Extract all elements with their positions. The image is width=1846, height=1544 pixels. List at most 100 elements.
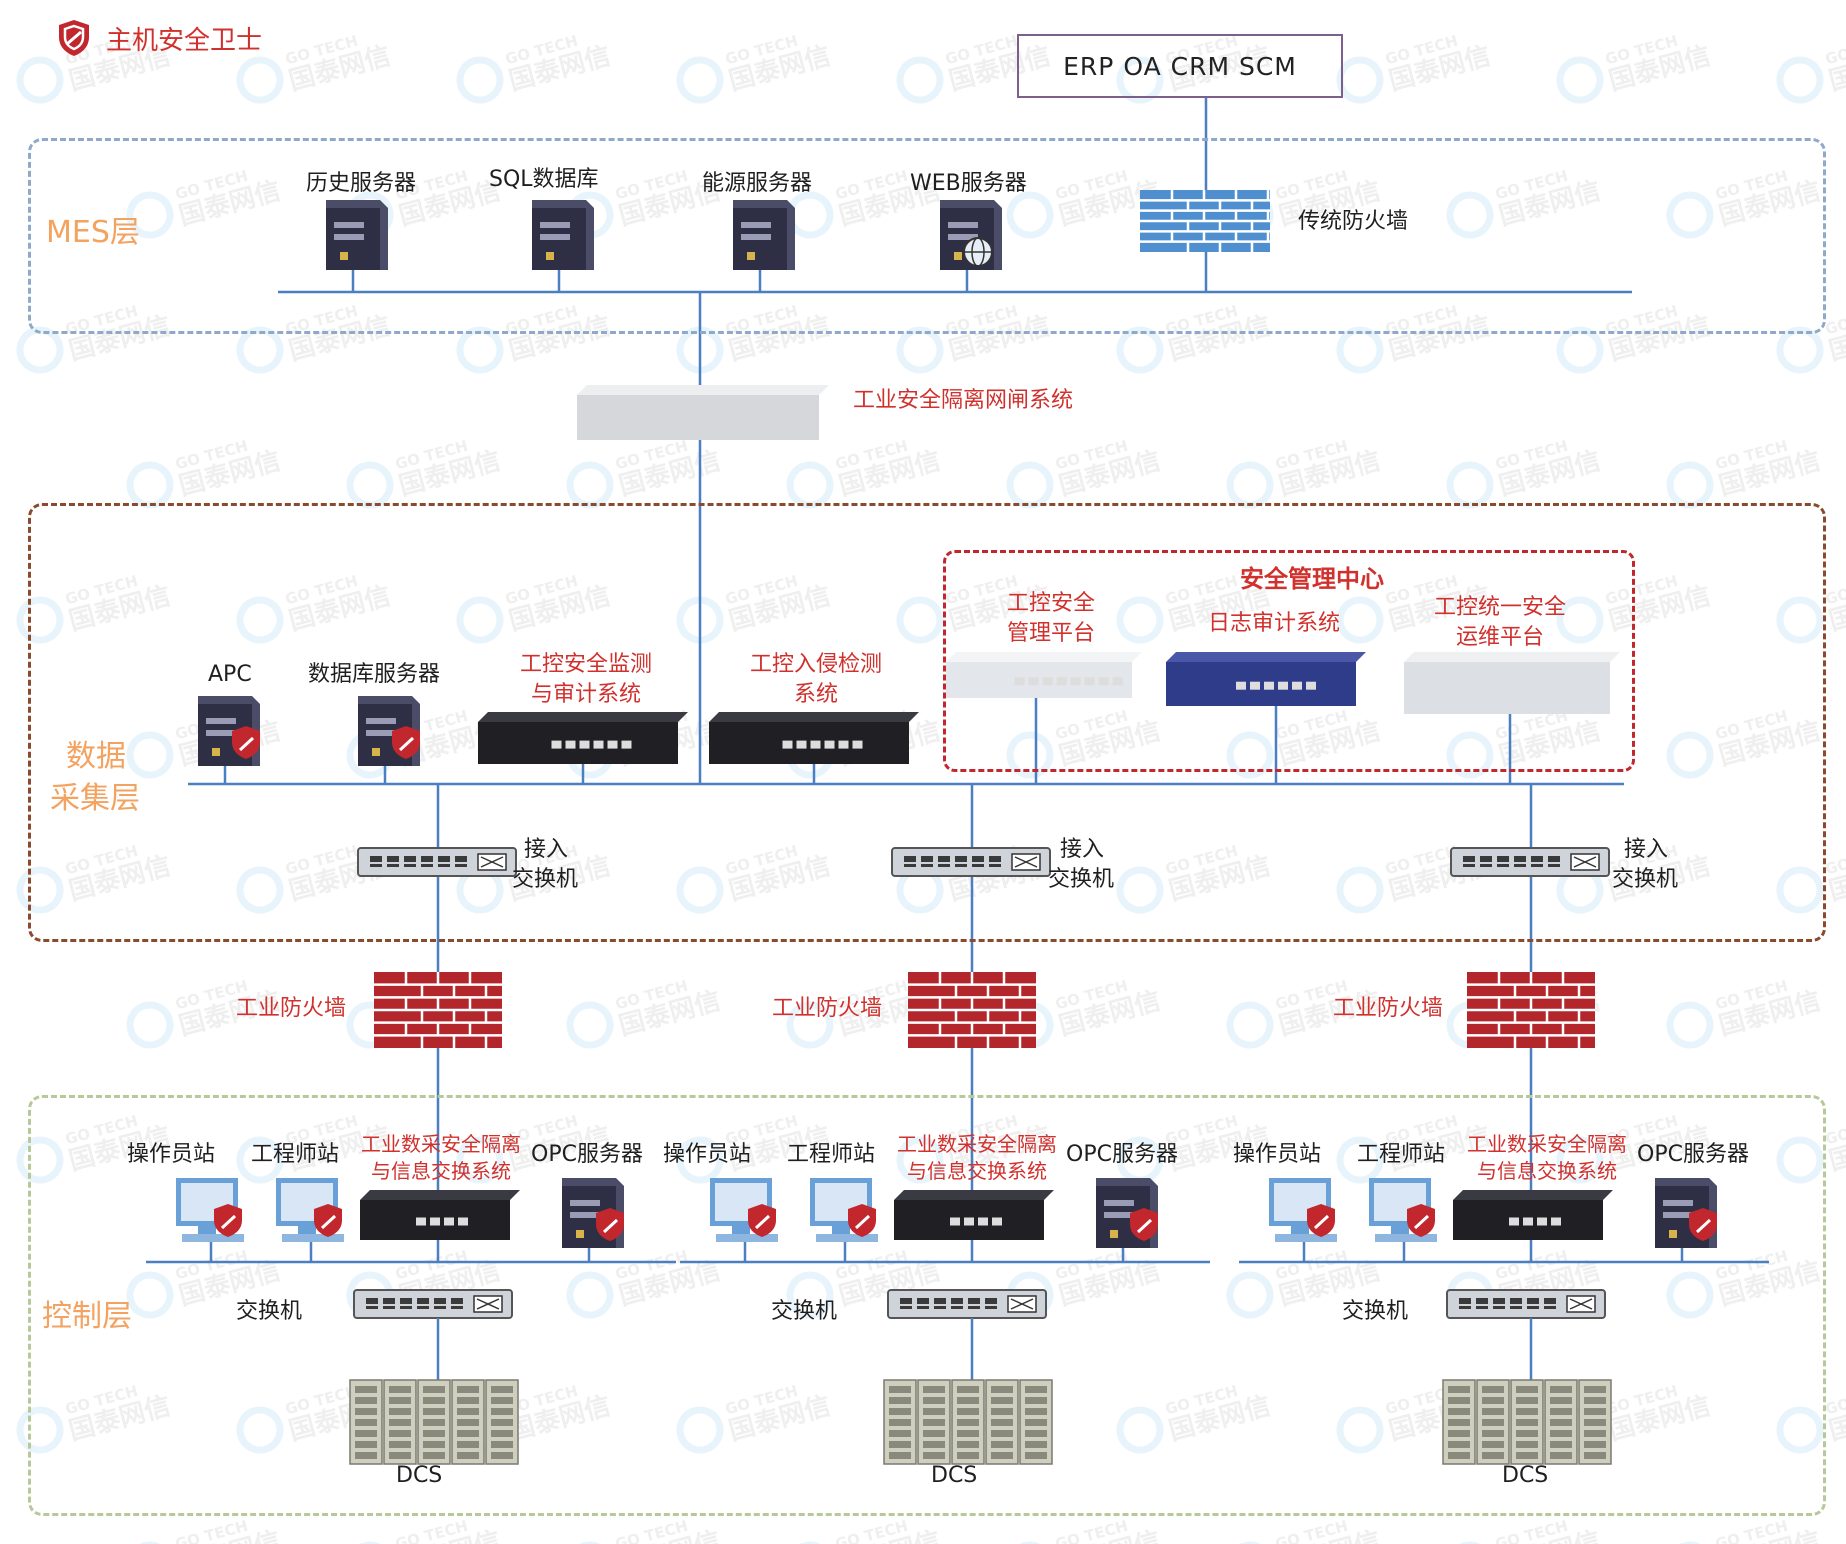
- industrial-firewall-3-label: 工业防火墙: [1333, 996, 1444, 1021]
- apc-server: [198, 696, 260, 766]
- isolation-exchange-3-label-line1: 工业数采安全隔离: [1467, 1132, 1627, 1156]
- shield-icon: [848, 1204, 876, 1237]
- security-platform-label-line1: 工控安全: [1006, 591, 1095, 616]
- sql-db-label: SQL数据库: [489, 167, 599, 192]
- access-switch-3: [1450, 847, 1610, 877]
- data-layer-title-line2: 采集层: [50, 781, 140, 816]
- operator-station-3-label: 操作员站: [1233, 1142, 1322, 1167]
- opc-server-2-label: OPC服务器: [1066, 1142, 1178, 1167]
- dcs-cabinet-3: [1442, 1379, 1612, 1465]
- isolation-exchange-2-label-line2: 与信息交换系统: [907, 1159, 1047, 1183]
- isolation-gateway-label: 工业安全隔离网闸系统: [853, 388, 1074, 413]
- monitor-audit-device: [478, 712, 688, 764]
- intrusion-detection-label-line2: 系统: [793, 682, 838, 707]
- shield-icon: [1407, 1204, 1435, 1237]
- shield-icon: [392, 726, 420, 759]
- opc-server-1: [562, 1178, 624, 1248]
- shield-icon: [232, 726, 260, 759]
- isolation-gateway-device: [577, 385, 829, 440]
- dcs-2-label: DCS: [931, 1463, 978, 1488]
- engineer-station-3-label: 工程师站: [1357, 1142, 1446, 1167]
- opc-server-2: [1096, 1178, 1158, 1248]
- shield-icon: [214, 1204, 242, 1237]
- switch-3-label: 交换机: [1342, 1299, 1409, 1324]
- industrial-firewall-1-label: 工业防火墙: [236, 996, 347, 1021]
- history-server: [326, 200, 388, 270]
- industrial-firewall-2: [908, 972, 1036, 1048]
- access-switch-3-label-line1: 接入: [1624, 837, 1669, 862]
- monitor-audit-label-line1: 工控安全监测: [519, 652, 652, 677]
- engineer-station-1: [276, 1178, 344, 1242]
- opc-server-1-label: OPC服务器: [531, 1142, 643, 1167]
- control-layer-zone: [28, 1095, 1826, 1516]
- isolation-exchange-device-2: [894, 1190, 1054, 1240]
- security-platform-device: [946, 652, 1142, 698]
- operator-station-2-label: 操作员站: [663, 1142, 752, 1167]
- switch-1-label: 交换机: [236, 1299, 303, 1324]
- sql-db-server: [532, 200, 594, 270]
- industrial-firewall-2-label: 工业防火墙: [772, 996, 883, 1021]
- security-management-center-zone: [943, 550, 1635, 772]
- dcs-cabinet-2: [883, 1379, 1053, 1465]
- intrusion-detection-device: [709, 712, 919, 764]
- traditional-firewall-icon: [1140, 190, 1270, 252]
- host-guard-legend: 主机安全卫士: [56, 18, 262, 58]
- unified-ops-label-line1: 工控统一安全: [1433, 595, 1566, 620]
- data-acquisition-layer-zone: [28, 503, 1826, 942]
- traditional-firewall-label: 传统防火墙: [1298, 209, 1409, 234]
- engineer-station-2: [810, 1178, 878, 1242]
- db-server-label: 数据库服务器: [308, 662, 441, 687]
- web-server-label: WEB服务器: [910, 171, 1027, 196]
- host-guard-label: 主机安全卫士: [106, 25, 263, 56]
- enterprise-systems-box: ERP OA CRM SCM: [1017, 34, 1343, 98]
- energy-server: [733, 200, 795, 270]
- operator-station-3: [1269, 1178, 1337, 1242]
- database-server: [358, 696, 420, 766]
- industrial-firewall-3: [1467, 972, 1595, 1048]
- isolation-exchange-1-label-line2: 与信息交换系统: [371, 1159, 511, 1183]
- dcs-1-label: DCS: [396, 1463, 443, 1488]
- mes-layer-title: MES层: [46, 215, 140, 250]
- engineer-station-1-label: 工程师站: [251, 1142, 340, 1167]
- history-server-label: 历史服务器: [306, 171, 417, 196]
- engineer-station-2-label: 工程师站: [787, 1142, 876, 1167]
- access-switch-2: [891, 847, 1051, 877]
- log-audit-label: 日志审计系统: [1207, 611, 1340, 636]
- industrial-firewall-1: [374, 972, 502, 1048]
- shield-icon: [59, 20, 89, 56]
- isolation-exchange-1-label-line1: 工业数采安全隔离: [361, 1132, 521, 1156]
- operator-station-1-label: 操作员站: [127, 1142, 216, 1167]
- shield-icon: [596, 1208, 624, 1241]
- opc-server-3-label: OPC服务器: [1637, 1142, 1749, 1167]
- shield-icon: [748, 1204, 776, 1237]
- switch-2-label: 交换机: [771, 1299, 838, 1324]
- unified-ops-label-line2: 运维平台: [1455, 625, 1544, 650]
- access-switch-1-label-line2: 交换机: [512, 867, 579, 892]
- operator-station-2: [710, 1178, 778, 1242]
- control-switch-1: [353, 1289, 513, 1319]
- intrusion-detection-label-line1: 工控入侵检测: [749, 652, 882, 677]
- isolation-exchange-device-3: [1453, 1190, 1613, 1240]
- mes-layer-zone: [28, 138, 1826, 334]
- unified-ops-device: [1404, 652, 1620, 714]
- globe-icon: [963, 237, 993, 267]
- access-switch-2-label-line2: 交换机: [1048, 867, 1115, 892]
- shield-icon: [1307, 1204, 1335, 1237]
- security-center-title: 安全管理中心: [1240, 565, 1384, 593]
- security-platform-label-line2: 管理平台: [1006, 621, 1095, 646]
- isolation-exchange-3-label-line2: 与信息交换系统: [1477, 1159, 1617, 1183]
- opc-server-3: [1655, 1178, 1717, 1248]
